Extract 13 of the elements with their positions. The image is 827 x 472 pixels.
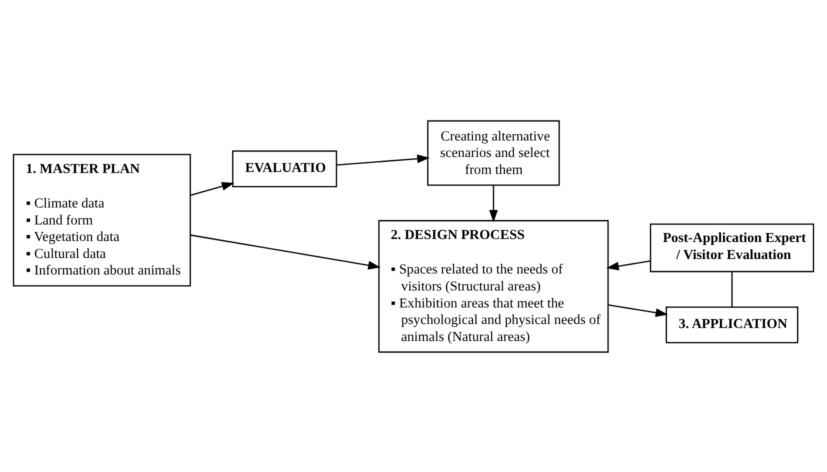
node-box: EVALUATIO: [232, 150, 338, 187]
arrow: [489, 184, 498, 222]
connector: [731, 271, 733, 306]
arrow: [336, 154, 430, 166]
node-box: 1. MASTER PLAN ▪ Climate data ▪ Land form ▪ Vegetation data ▪ Cultural data ▪ Information about animals: [12, 153, 191, 286]
node-box: Post-Application Expert / Visitor Evaluation: [650, 223, 814, 272]
node-box: 2. DESIGN PROCESS ▪ Spaces related to the needs of visitors (Structural areas) ▪ Exhibition areas that meet the psychological and physical needs of animals (Natural areas): [378, 220, 609, 352]
arrow: [190, 182, 234, 196]
arrow: [608, 304, 668, 316]
node-box: 3. APPLICATION: [666, 306, 798, 343]
arrow: [190, 234, 381, 270]
node-box: Creating alternative scenarios and select from them: [427, 120, 560, 186]
arrow: [606, 260, 650, 270]
